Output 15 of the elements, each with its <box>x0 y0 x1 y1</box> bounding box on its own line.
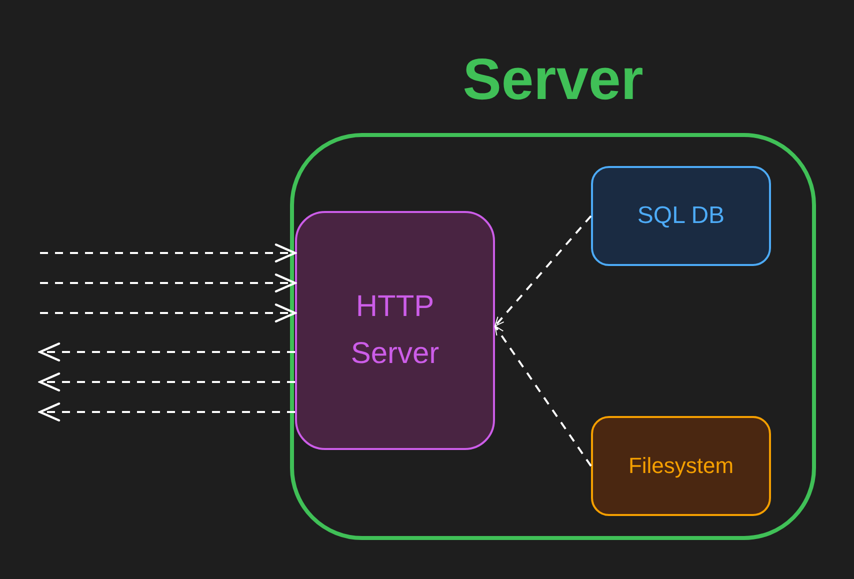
container-title: Server <box>462 46 644 114</box>
dashed-arrow <box>40 304 296 322</box>
dashed-arrow <box>38 402 295 422</box>
dashed-arrow <box>494 325 592 467</box>
box-label: HTTP Server <box>350 289 440 372</box>
component-box <box>591 166 771 266</box>
dashed-arrow <box>494 215 592 327</box>
component-box <box>295 211 495 450</box>
dashed-arrow <box>38 372 295 392</box>
dashed-arrow <box>40 244 296 262</box>
component-box <box>591 416 771 516</box>
box-label: SQL DB <box>637 201 725 232</box>
dashed-arrow <box>38 342 295 362</box>
dashed-arrow <box>40 274 296 292</box>
box-label: Filesystem <box>628 452 734 480</box>
